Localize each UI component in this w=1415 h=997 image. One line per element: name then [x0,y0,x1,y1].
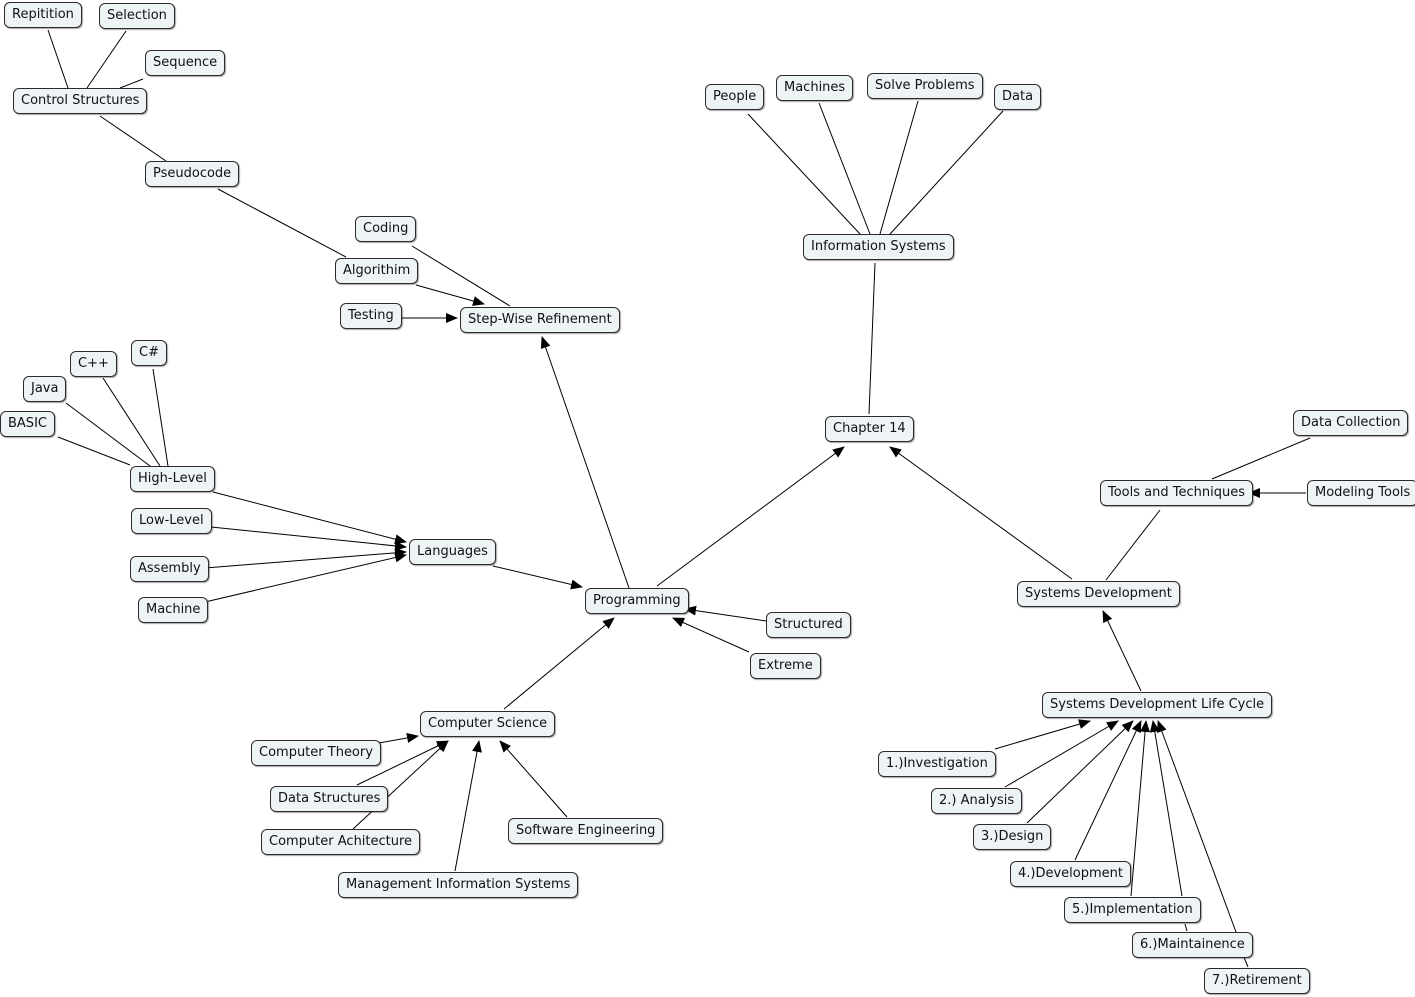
link-datacollection-tools [1211,437,1311,480]
link-sequence-control [119,78,144,89]
arrow-highlevel-languages [212,491,407,545]
arrow-assembly-languages [204,547,407,569]
node-chapter-14[interactable]: Chapter 14 [825,416,914,442]
link-machines-infosys [818,102,871,235]
link-cpp-highlevel [102,377,161,467]
node-maintainence[interactable]: 6.)Maintainence [1132,932,1253,958]
arrow-softeng-compsci [499,740,568,818]
arrow-languages-programming [492,565,583,590]
node-machine[interactable]: Machine [138,597,209,623]
arrow-datastructures-compsci [356,740,449,786]
arrow-compsci-programming [503,617,615,710]
node-tools-and-techniques[interactable]: Tools and Techniques [1100,480,1253,506]
link-java-highlevel [65,402,151,467]
link-coding-stepwise [411,245,511,307]
arrow-machine-languages [204,552,407,603]
link-infosys-chapter [868,262,876,415]
node-solve-problems[interactable]: Solve Problems [867,73,983,99]
node-extreme[interactable]: Extreme [750,653,821,679]
arrow-architecture-compsci [352,740,449,830]
arrow-sdlc-sysdev [1102,610,1142,692]
node-control-structures[interactable]: Control Structures [13,88,148,114]
link-repitition-control [47,29,69,89]
link-solve-infosys [879,100,919,235]
node-computer-science[interactable]: Computer Science [420,711,556,737]
node-languages[interactable]: Languages [409,539,496,565]
node-low-level[interactable]: Low-Level [131,508,212,534]
link-pseudocode-algorithim [217,188,347,258]
arrow-investigation-sdlc [994,719,1091,750]
node-structured[interactable]: Structured [766,612,851,638]
node-coding[interactable]: Coding [355,216,417,242]
arrow-implementation-sdlc [1130,720,1151,897]
node-design[interactable]: 3.)Design [973,824,1052,850]
node-data-structures[interactable]: Data Structures [270,786,389,812]
link-tools-sysdev [1105,509,1161,581]
node-software-engineering[interactable]: Software Engineering [508,818,664,844]
node-people[interactable]: People [705,84,765,110]
arrow-retirement-sdlc [1157,720,1237,933]
node-step-wise-refinement[interactable]: Step-Wise Refinement [460,307,620,333]
node-sequence[interactable]: Sequence [145,50,226,76]
node-implementation[interactable]: 5.)Implementation [1064,897,1201,923]
arrow-analysis-sdlc [1004,720,1119,788]
link-basic-highlevel [57,436,131,466]
node-sdlc[interactable]: Systems Development Life Cycle [1042,692,1273,718]
node-management-information-systems[interactable]: Management Information Systems [338,872,579,898]
arrow-programming-stepwise [540,336,630,589]
node-analysis[interactable]: 2.) Analysis [931,788,1023,814]
link-csharp-highlevel [152,368,169,467]
node-pseudocode[interactable]: Pseudocode [145,161,240,187]
link-maintainence-tail [1184,923,1188,932]
arrow-sysdev-chapter [889,446,1073,580]
node-data[interactable]: Data [994,84,1042,110]
arrow-development-sdlc [1074,720,1142,861]
node-modeling-tools[interactable]: Modeling Tools [1307,480,1415,506]
node-computer-theory[interactable]: Computer Theory [251,740,381,766]
node-investigation[interactable]: 1.)Investigation [878,751,996,777]
arrow-design-sdlc [1026,720,1134,824]
node-retirement[interactable]: 7.)Retirement [1204,968,1310,994]
node-computer-achitecture[interactable]: Computer Achitecture [261,829,421,855]
node-algorithim[interactable]: Algorithim [335,258,419,284]
node-testing[interactable]: Testing [340,303,402,329]
arrow-maintainence-sdlc [1149,720,1183,897]
node-high-level[interactable]: High-Level [130,466,215,492]
link-people-infosys [747,113,861,235]
arrow-algorithim-stepwise [415,284,485,306]
node-selection[interactable]: Selection [99,3,175,29]
arrow-lowlevel-languages [210,526,407,551]
link-selection-control [86,30,127,89]
node-assembly[interactable]: Assembly [130,556,209,582]
link-data-infosys [889,110,1004,235]
node-machines[interactable]: Machines [776,75,854,101]
node-systems-development[interactable]: Systems Development [1017,581,1180,607]
arrow-extreme-programming [672,617,750,653]
node-c-plus-plus[interactable]: C++ [70,351,117,377]
link-control-pseudocode [99,115,167,162]
node-information-systems[interactable]: Information Systems [803,234,954,260]
node-programming[interactable]: Programming [585,588,689,614]
arrow-mis-compsci [454,740,482,872]
arrow-structured-programming [684,605,767,622]
node-c-sharp[interactable]: C# [131,340,167,366]
node-basic[interactable]: BASIC [0,411,55,437]
node-development[interactable]: 4.)Development [1010,861,1131,887]
node-repitition[interactable]: Repitition [4,2,82,28]
node-data-collection[interactable]: Data Collection [1293,410,1409,436]
arrow-programming-chapter [656,446,845,587]
node-java[interactable]: Java [23,376,67,402]
